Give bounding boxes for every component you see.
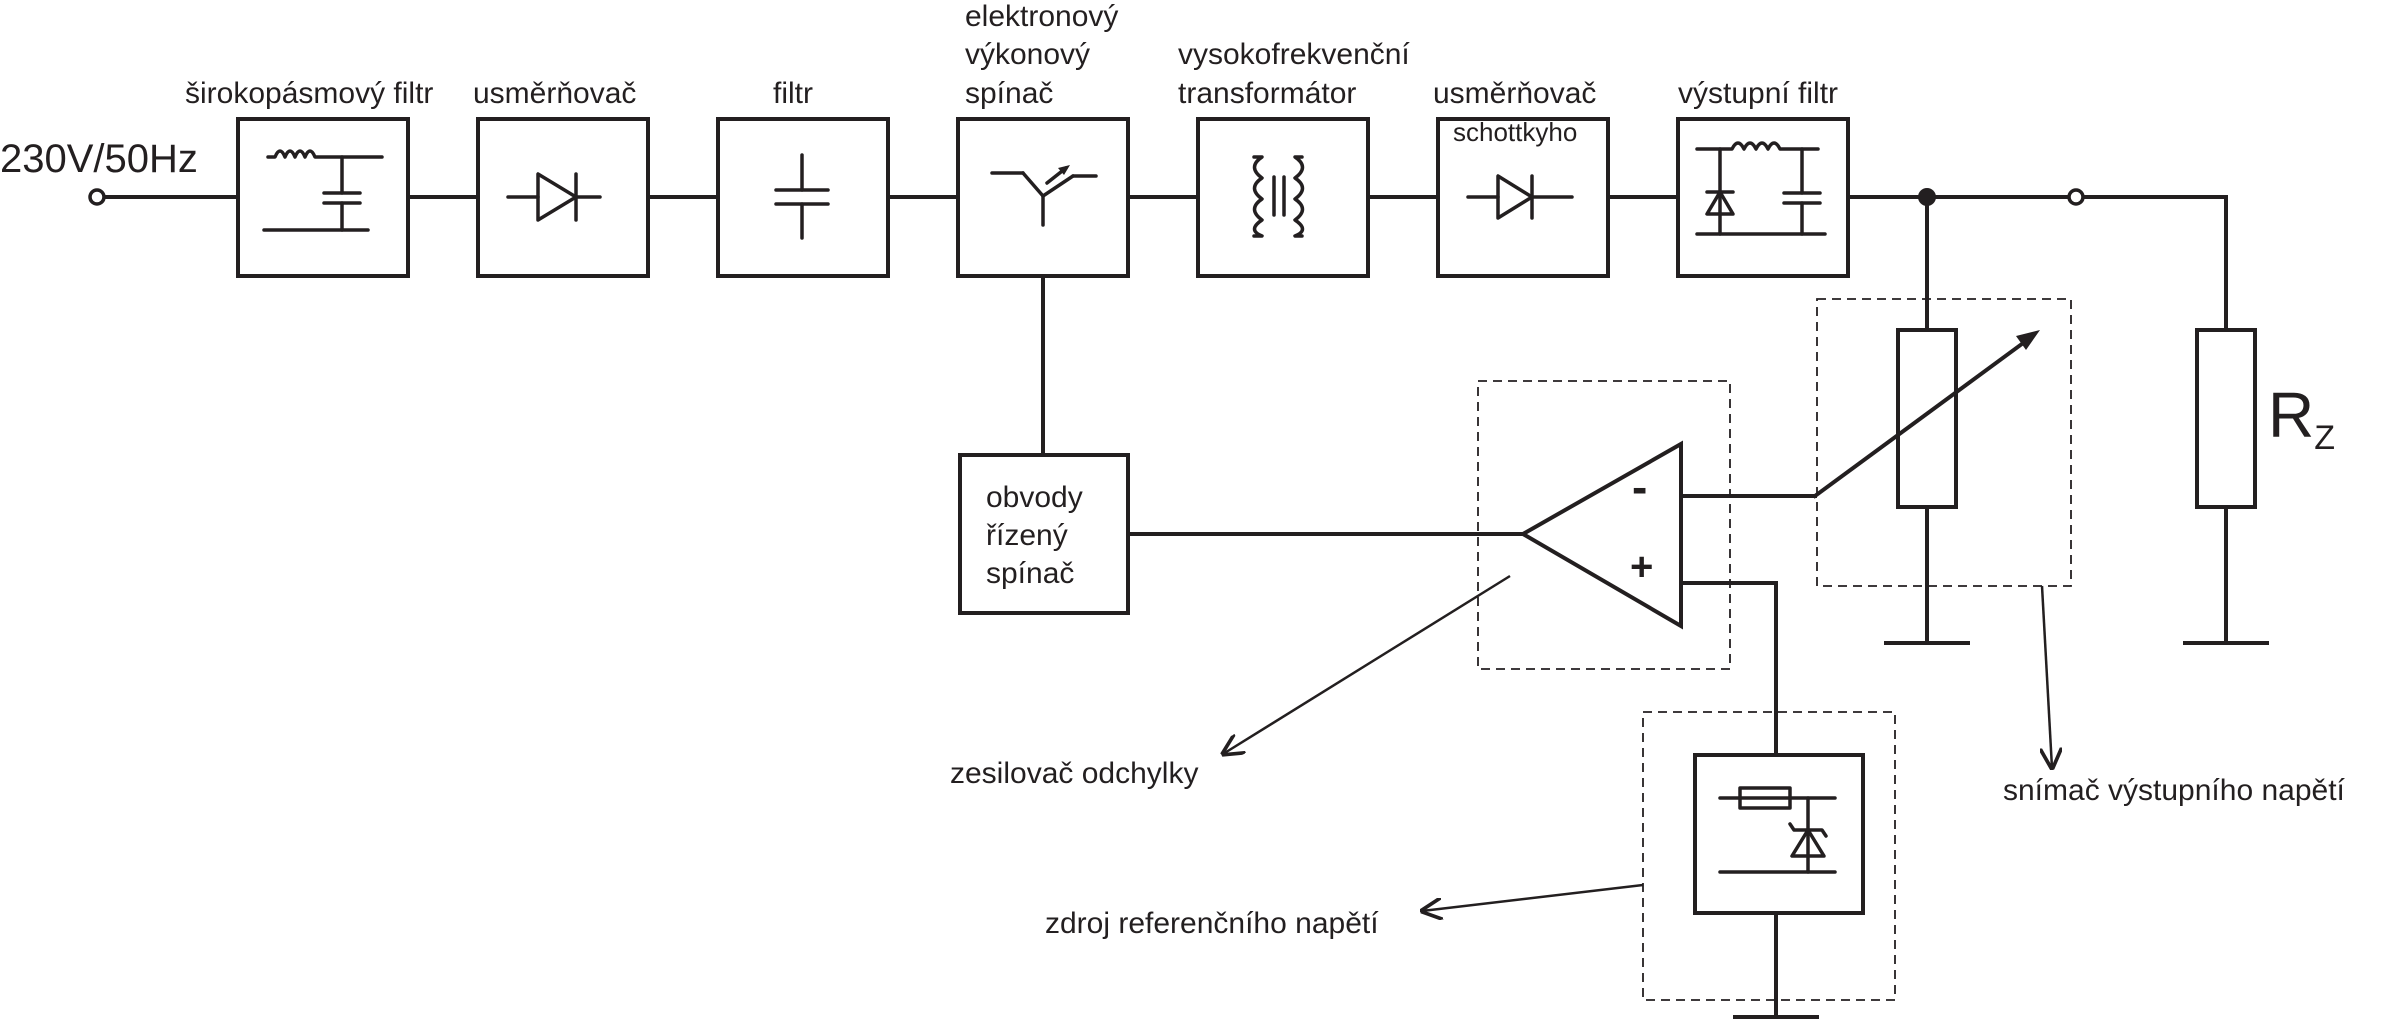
main-wires bbox=[102, 195, 2269, 645]
input-terminal bbox=[88, 188, 106, 206]
wideband-filter-block bbox=[236, 117, 410, 278]
control-circuit-label-1: obvody bbox=[986, 481, 1083, 514]
rectifier-block bbox=[476, 117, 650, 278]
error-amplifier-arrow bbox=[1223, 574, 1511, 754]
voltage-reference-label: zdroj referenčního napětí bbox=[1045, 907, 1379, 940]
power-switch-label-1: elektronový bbox=[965, 0, 1118, 33]
wideband-filter-label: širokopásmový filtr bbox=[185, 77, 433, 110]
power-switch-block bbox=[956, 117, 1130, 278]
voltage-reference-dashed-frame bbox=[1642, 711, 1896, 1001]
output-sensor-dashed-frame bbox=[1816, 298, 2072, 587]
opamp-plus-sign: + bbox=[1630, 545, 1653, 589]
power-switch-label-2: výkonový bbox=[965, 38, 1090, 71]
load-resistor-label: RZ bbox=[2268, 379, 2335, 457]
rectifier-label: usměrňovač bbox=[473, 77, 636, 110]
filter-block bbox=[716, 117, 890, 278]
control-circuit-label-3: spínač bbox=[986, 557, 1074, 590]
load-resistor bbox=[2195, 328, 2257, 509]
hf-transformer-label-1: vysokofrekvenční bbox=[1178, 38, 1410, 71]
filter-label: filtr bbox=[773, 77, 813, 110]
output-filter-label: výstupní filtr bbox=[1678, 77, 1838, 110]
voltage-reference-block bbox=[1693, 753, 1865, 1019]
error-amplifier-dashed-frame bbox=[1477, 380, 1731, 670]
schottky-rectifier-label-2: schottkyho bbox=[1453, 117, 1577, 147]
power-switch-label-3: spínač bbox=[965, 77, 1053, 110]
hf-transformer-block bbox=[1196, 117, 1370, 278]
voltage-reference-arrow bbox=[1422, 883, 1644, 911]
error-amplifier-label: zesilovač odchylky bbox=[950, 757, 1198, 790]
output-sensor-potentiometer bbox=[1681, 195, 2040, 645]
output-filter-block bbox=[1676, 117, 1850, 278]
output-sensor-arrow bbox=[2042, 585, 2052, 768]
error-amplifier bbox=[1518, 440, 1778, 757]
output-sensor-label: snímač výstupního napětí bbox=[2003, 774, 2346, 807]
opamp-minus-sign: - bbox=[1632, 461, 1647, 513]
schottky-rectifier-block bbox=[1436, 117, 1610, 278]
schottky-rectifier-label-1: usměrňovač bbox=[1433, 77, 1596, 110]
control-circuit-label-2: řízený bbox=[986, 519, 1068, 552]
input-label: 230V/50Hz bbox=[0, 137, 198, 181]
hf-transformer-label-2: transformátor bbox=[1178, 77, 1356, 110]
control-circuit-block bbox=[958, 453, 1130, 615]
output-terminal bbox=[2067, 188, 2085, 206]
